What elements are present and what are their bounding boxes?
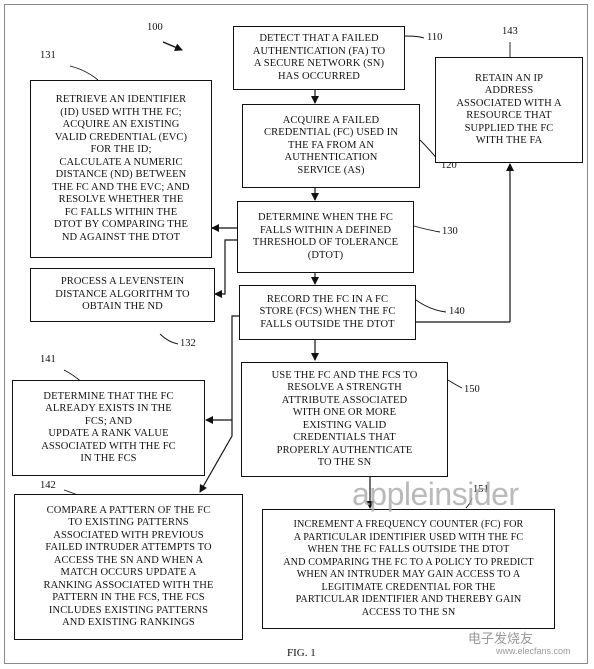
label-110: 110 (427, 32, 443, 43)
arrow-100 (162, 41, 183, 51)
label-131: 131 (40, 50, 56, 61)
step-142-box: Compare a pattern of the FC to existing … (14, 494, 243, 640)
step-143-box: Retain an IP address associated with a r… (435, 57, 583, 163)
elecfans-watermark-cn: 电子发烧友 (468, 631, 534, 646)
step-141-box: Determine that the FC already exists in … (12, 380, 205, 476)
step-120-text: Acquire a failed credential (FC) used in… (263, 114, 399, 176)
step-150-text: Use the FC and the FCS to resolve a stre… (271, 369, 418, 469)
step-151-box: Increment a frequency counter (FC) for a… (262, 509, 555, 629)
step-151-text: Increment a frequency counter (FC) for a… (283, 519, 534, 618)
arrow-140-142 (199, 435, 233, 493)
step-110-text: Detect that a failed authentication (FA)… (252, 33, 386, 82)
step-140-text: Record the FC in a FC store (FCS) when t… (259, 293, 396, 330)
step-143-text: Retain an IP address associated with a r… (456, 72, 562, 147)
step-130-box: Determine when the FC falls within a def… (237, 201, 414, 273)
step-131-box: Retrieve an identifier (ID) used with th… (30, 80, 212, 258)
label-140: 140 (449, 306, 465, 317)
label-130: 130 (442, 226, 458, 237)
figure-frame (4, 4, 588, 664)
step-132-text: Process a Levenstein distance algorithm … (55, 276, 190, 313)
label-100: 100 (147, 22, 163, 33)
label-132: 132 (180, 338, 196, 349)
step-130-text: Determine when the FC falls within a def… (252, 212, 399, 261)
step-150-box: Use the FC and the FCS to resolve a stre… (241, 362, 448, 477)
label-120: 120 (441, 160, 457, 171)
figure-caption: FIG. 1 (287, 647, 316, 659)
label-142: 142 (40, 480, 56, 491)
label-143: 143 (502, 26, 518, 37)
step-132-box: Process a Levenstein distance algorithm … (30, 268, 215, 322)
line-140-left (231, 315, 239, 436)
step-120-box: Acquire a failed credential (FC) used in… (242, 104, 420, 188)
elecfans-watermark-url: www.elecfans.com (496, 646, 571, 656)
label-141: 141 (40, 354, 56, 365)
label-151: 151 (473, 484, 489, 495)
step-142-text: Compare a pattern of the FC to existing … (43, 504, 214, 629)
appleinsider-watermark: appleinsider (352, 476, 519, 512)
label-150: 150 (464, 384, 480, 395)
step-141-text: Determine that the FC already exists in … (41, 390, 176, 465)
step-131-text: Retrieve an identifier (ID) used with th… (52, 94, 190, 243)
arrow-130-132 (214, 239, 237, 298)
step-110-box: Detect that a failed authentication (FA)… (233, 26, 405, 90)
step-140-box: Record the FC in a FC store (FCS) when t… (239, 285, 416, 340)
